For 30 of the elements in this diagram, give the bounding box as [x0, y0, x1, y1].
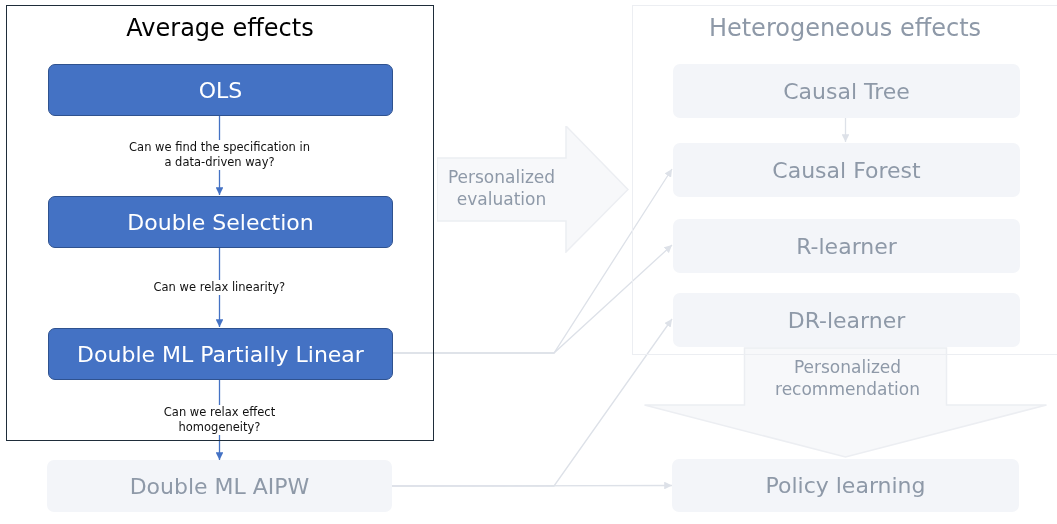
block-arrow	[643, 347, 1048, 458]
method-label: Double ML AIPW	[129, 473, 310, 499]
arrow	[391, 481, 673, 490]
arrow	[841, 116, 850, 143]
method-box	[673, 64, 1020, 118]
method-box	[48, 64, 393, 116]
method-box	[672, 459, 1019, 512]
method-box	[673, 219, 1020, 273]
method-label: Causal Forest	[772, 157, 921, 183]
method-box	[48, 196, 393, 248]
arrow-label: Personalized evaluation	[446, 166, 557, 210]
method-box	[673, 293, 1020, 347]
method-label: Policy learning	[765, 473, 926, 498]
method-label: Double ML Partially Linear	[77, 341, 364, 367]
right-block-arrow	[437, 126, 629, 253]
method-label: Causal Tree	[783, 78, 910, 104]
method-box	[48, 328, 393, 380]
group-panel	[6, 5, 434, 441]
method-box	[47, 460, 392, 512]
group-panel	[632, 5, 1057, 355]
group-title: Heterogeneous effects	[707, 14, 983, 42]
method-label: OLS	[198, 77, 243, 103]
method-label: DR-learner	[787, 307, 906, 333]
group-title: Average effects	[125, 14, 315, 42]
arrow-label: Personalized recommendation	[774, 356, 921, 400]
method-label: R-learner	[796, 233, 897, 259]
edge-label: Can we relax linearity?	[151, 279, 288, 295]
arrow	[391, 244, 673, 354]
method-label: Double Selection	[127, 209, 314, 235]
method-box	[673, 143, 1020, 197]
